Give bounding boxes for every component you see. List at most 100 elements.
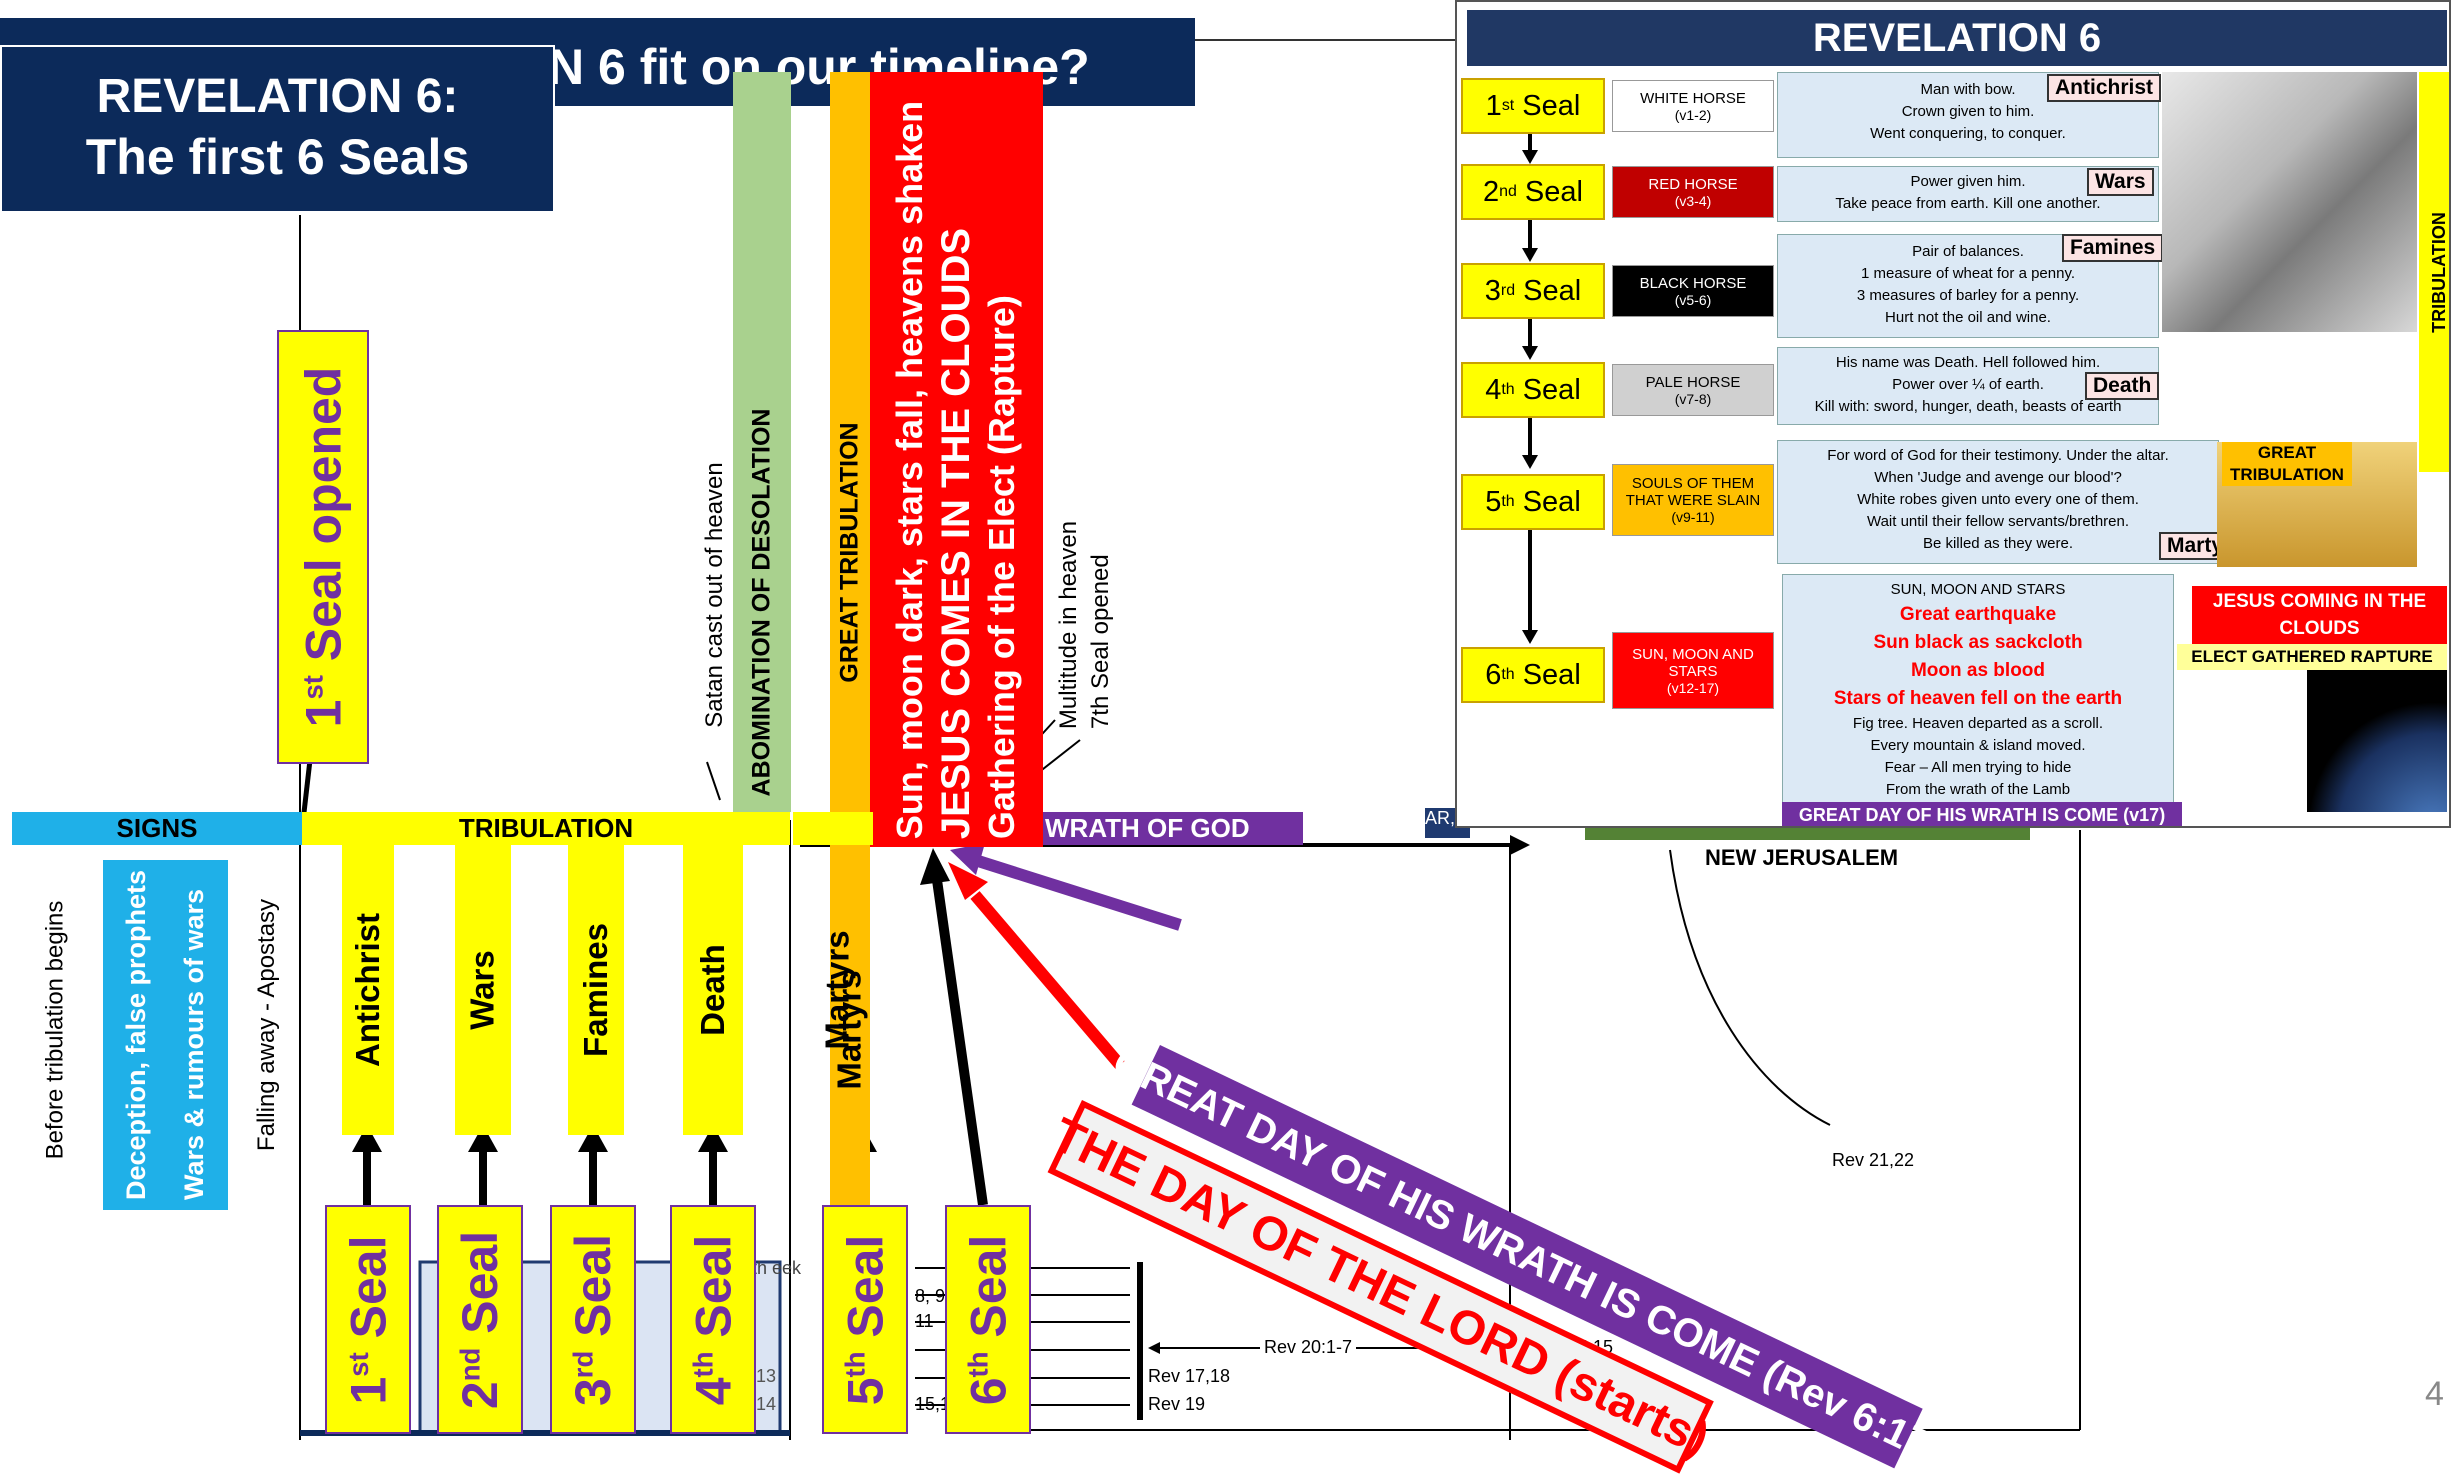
inset-arrows <box>1522 132 1538 644</box>
inset-horse-5: SOULS OF THEM THAT WERE SLAIN(v9-11) <box>1612 464 1774 536</box>
signs-bar: SIGNS <box>12 812 302 845</box>
inset-desc-1-line-3: Went conquering, to conquer. <box>1870 125 2066 142</box>
inset-desc-5-line-5: Be killed as they were. <box>1922 535 2074 552</box>
title-line-1: REVELATION 6: <box>96 70 459 123</box>
column-death: Death <box>683 845 743 1135</box>
inset-desc-6-red-4: Stars of heaven fell on the earth <box>1833 688 2123 709</box>
page-number: 4 <box>2425 1375 2444 1413</box>
seal-5-sup: th <box>839 1350 871 1377</box>
ref-rev-17-18: Rev 17,18 <box>1148 1366 1231 1386</box>
green-bar <box>1585 826 2030 840</box>
inset-horse-4-name: PALE HORSE <box>1645 373 1741 391</box>
first-seal-opened-box: 1st Seal opened <box>277 330 369 764</box>
inset-tag-2: Wars <box>2087 168 2154 196</box>
before-tribulation-label: Before tribulation begins <box>30 860 80 1200</box>
inset-desc-3-line-3: 3 measures of barley for a penny. <box>1856 287 2080 304</box>
abomination-column: ABOMINATION OF DESOLATION <box>733 72 791 812</box>
inset-desc-3-line-2: 1 measure of wheat for a penny. <box>1860 265 2075 282</box>
multitude-text: Multitude in heaven <box>1055 520 1083 730</box>
seal-2-rest: Seal <box>452 1230 509 1348</box>
seal-box-5: 5th Seal <box>822 1205 908 1434</box>
inset-horse-2: RED HORSE(v3-4) <box>1612 166 1774 218</box>
column-famines: Famines <box>568 845 624 1135</box>
falling-away-label: Falling away - Apostasy <box>245 860 290 1190</box>
inset-earth-image <box>2307 662 2447 812</box>
seal-3-sup: rd <box>567 1350 599 1378</box>
red-line-3: Gathering of the Elect (Rapture) <box>981 294 1023 839</box>
inset-desc-4-line-1: His name was Death. Hell followed him. <box>1835 354 2101 371</box>
column-antichrist: Antichrist <box>342 845 394 1135</box>
inset-horse-4: PALE HORSE(v7-8) <box>1612 364 1774 416</box>
seal-3-num: 3 <box>565 1377 621 1406</box>
inset-horse-3-name: BLACK HORSE <box>1639 274 1747 292</box>
ref-frag-15: 15,1 <box>915 1394 951 1414</box>
seal-box-6: 6th Seal <box>945 1205 1031 1434</box>
inset-desc-6: SUN, MOON AND STARS Great earthquake Sun… <box>1782 574 2174 818</box>
inset-title: REVELATION 6 <box>1812 16 2102 60</box>
inset-great-day: GREAT DAY OF HIS WRATH IS COME (v17) <box>1782 802 2182 826</box>
inset-desc-6-line-3: Fear – All men trying to hide <box>1884 759 2072 776</box>
column-famines-text: Famines <box>577 923 615 1057</box>
new-jerusalem-label: NEW JERUSALEM <box>1705 845 1899 870</box>
seal-opened-rest: Seal opened <box>295 366 352 676</box>
signs-blue-box: Deception, false prophets Wars & rumours… <box>103 860 228 1210</box>
seventh-seal-text: 7th Seal opened <box>1087 554 1115 730</box>
red-line-2: JESUS COMES IN THE CLOUDS <box>934 227 979 839</box>
inset-jesus-coming: JESUS COMING IN THE CLOUDS <box>2192 586 2447 644</box>
title-line-2: The first 6 Seals <box>85 129 470 185</box>
inset-desc-6-line-2: Every mountain & island moved. <box>1870 737 2086 754</box>
column-wars: Wars <box>455 845 511 1135</box>
seal-2-sup: nd <box>454 1347 486 1381</box>
inset-desc-1-line-2: Crown given to him. <box>1901 103 2035 120</box>
column-antichrist-text: Antichrist <box>349 912 387 1068</box>
seal-4-sup: th <box>687 1350 719 1377</box>
inset-horse-1-name: WHITE HORSE <box>1640 89 1746 107</box>
inset-title-bar: REVELATION 6 <box>1467 10 2447 66</box>
inset-desc-6-red-3: Moon as blood <box>1910 660 2046 681</box>
inset-desc-5-line-2: When 'Judge and avenge our blood'? <box>1874 469 2122 486</box>
ref-frag-89: 8, 9 <box>915 1286 946 1306</box>
inset-desc-5-line-3: White robes given unto every one of them… <box>1857 491 2139 508</box>
ref-rev-19: Rev 19 <box>1148 1394 1206 1414</box>
inset-great-trib: GREAT TRIBULATION <box>2222 442 2352 486</box>
inset-seal-4-num: 4 <box>1485 373 1502 406</box>
great-tribulation-column: GREAT TRIBULATION <box>830 72 870 1292</box>
inset-desc-4-line-2: Power over ¼ of earth. <box>1892 376 2044 393</box>
multitude-label: Multitude in heaven 7th Seal opened <box>1040 500 1130 750</box>
inset-horse-6-ref: (v12-17) <box>1666 679 1720 696</box>
inset-tag-4: Death <box>2085 372 2160 400</box>
great-tribulation-text: GREAT TRIBULATION <box>835 421 864 683</box>
tribulation-bar-2 <box>793 812 873 845</box>
inset-desc-6-red-1: Great earthquake <box>1899 604 2057 625</box>
inset-elect: ELECT GATHERED RAPTURE <box>2177 644 2447 670</box>
seal-6-num: 6 <box>960 1376 1016 1405</box>
inset-horse-4-ref: (v7-8) <box>1674 390 1712 407</box>
inset-desc-4-line-3: Kill with: sword, hunger, death, beasts … <box>1814 398 2122 415</box>
seal-opened-num: 1 <box>295 699 352 728</box>
tribulation-label: TRIBULATION <box>458 813 634 843</box>
inset-desc-5-line-1: For word of God for their testimony. Und… <box>1827 447 2169 464</box>
inset-desc-3-line-4: Hurt not the oil and wine. <box>1885 309 2051 326</box>
inset-horse-1: WHITE HORSE(v1-2) <box>1612 80 1774 132</box>
seal-1-sup: st <box>342 1351 374 1377</box>
inset-desc-2-line-1: Power given him. <box>1910 173 2026 190</box>
inset-tag-1: Antichrist <box>2047 74 2162 102</box>
deception-text: Deception, false prophets <box>121 869 152 1201</box>
inset-horse-6: SUN, MOON AND STARS(v12-17) <box>1612 632 1774 709</box>
seal-5-rest: Seal <box>837 1234 893 1351</box>
inset-desc-2-line-2: Take peace from earth. Kill one another. <box>1835 195 2101 212</box>
ref-frag-13: 13 <box>756 1366 777 1386</box>
tribulation-bar: TRIBULATION <box>302 812 790 845</box>
seal-3-rest: Seal <box>565 1233 621 1351</box>
column-wars-text: Wars <box>464 950 502 1030</box>
abomination-text: ABOMINATION OF DESOLATION <box>747 408 776 796</box>
wrath-bar: WRATH OF GOD <box>1043 812 1303 845</box>
column-death-text: Death <box>694 944 731 1036</box>
inset-desc-6-red-2: Sun black as sackcloth <box>1873 632 2083 653</box>
